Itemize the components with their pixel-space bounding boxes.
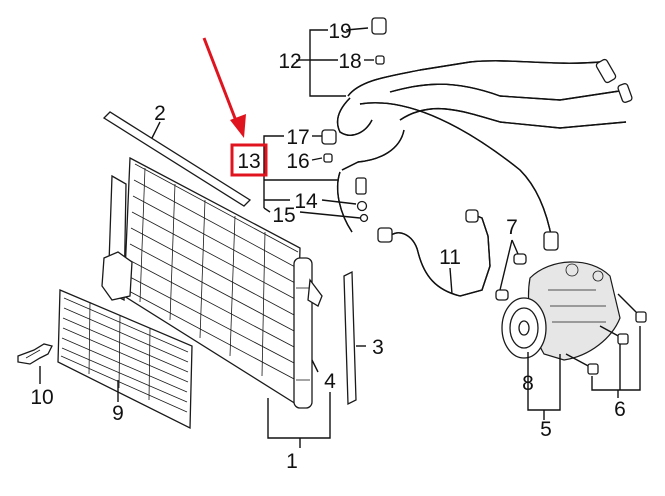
callout-12: 12 (278, 50, 301, 73)
part-seal-strip-side (343, 270, 357, 406)
callout-7: 7 (506, 216, 518, 239)
callout-4: 4 (324, 370, 336, 393)
callout-5: 5 (540, 418, 552, 441)
part-condenser (101, 156, 323, 409)
callout-14: 14 (294, 190, 318, 213)
callout-leaders (39, 27, 641, 448)
callout-15: 15 (272, 204, 295, 227)
callout-19: 19 (328, 20, 351, 43)
highlight-box (230, 143, 268, 177)
callout-2: 2 (154, 102, 166, 125)
callout-1: 1 (286, 450, 298, 473)
callout-labels: 1 2 3 4 5 6 7 8 9 10 11 12 13 14 15 16 1… (30, 20, 626, 473)
callout-9: 9 (112, 402, 124, 425)
callout-17: 17 (286, 126, 309, 149)
callout-8: 8 (522, 372, 534, 395)
callout-6: 6 (614, 398, 626, 421)
callout-11: 11 (439, 246, 461, 269)
callout-3: 3 (372, 336, 384, 359)
part-o-rings (495, 253, 527, 301)
part-fittings (321, 17, 387, 223)
part-bolts (565, 293, 647, 375)
highlight-arrowhead (230, 114, 246, 138)
callout-10: 10 (30, 386, 53, 409)
part-grille (57, 289, 193, 430)
part-compressor (501, 261, 621, 361)
highlight-marker (202, 37, 268, 177)
part-seal-strip-top (102, 111, 252, 207)
callout-13: 13 (237, 150, 260, 173)
callout-16: 16 (286, 150, 309, 173)
part-refrigerant-lines (336, 58, 633, 297)
callout-18: 18 (338, 50, 361, 73)
part-bracket (17, 343, 53, 365)
